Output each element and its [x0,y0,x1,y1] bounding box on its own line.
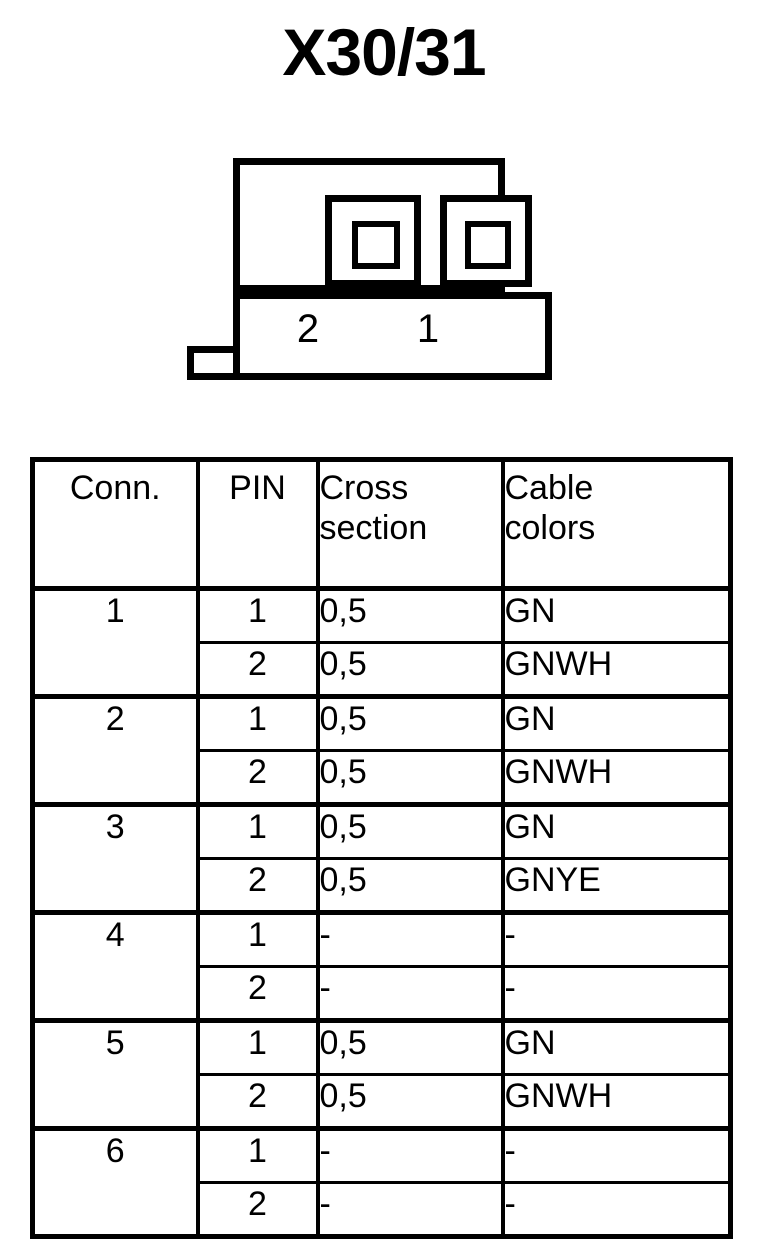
connector-diagram: 2 1 [180,150,580,395]
cell-cross-section: 0,5 [315,802,505,859]
cell-cable-color: - [500,965,731,1021]
column-header-cross-section-line1: Cross [319,469,409,507]
pin-socket-1-contact [465,221,511,269]
cell-cross-section: 0,5 [315,749,505,805]
pin-socket-2-contact [352,221,400,269]
cell-cross-section: 0,5 [315,1073,505,1129]
cell-cable-color: GNWH [500,749,731,805]
cell-cable-color: - [500,910,731,967]
connector-lower-housing [233,292,552,380]
cell-cross-section: 0,5 [315,857,505,913]
connector-pin-label-1: 1 [416,307,440,351]
cell-cross-section: - [315,910,505,967]
column-header-conn: Conn. [32,459,200,591]
cell-connector-number: 3 [32,802,200,913]
column-header-cable-colors: Cable colors [500,459,731,591]
cell-pin-number: 1 [195,802,320,859]
cell-connector-number: 2 [32,694,200,805]
table-header-row: Conn. PIN Cross section Cable colors [32,459,731,591]
cell-pin-number: 2 [197,749,320,805]
connector-upper-housing [233,158,532,292]
cell-cable-color: GNWH [500,1073,731,1129]
cell-cable-color: GN [500,694,731,751]
cell-cable-color: - [500,1126,731,1183]
cell-cable-color: GNYE [500,857,731,913]
column-header-cable-colors-line1: Cable [504,469,594,507]
cell-pin-number: 2 [197,857,320,913]
table-row: 2-- [33,965,731,1021]
cell-cable-color: GN [500,1018,731,1075]
cell-cross-section: - [315,1126,505,1183]
cell-cross-section: - [315,1181,505,1237]
page-title: X30/31 [282,15,486,89]
cell-pin-number: 1 [195,694,320,751]
pin-socket-2 [325,195,421,287]
cell-cross-section: 0,5 [315,1018,505,1075]
connector-latch-notch [187,346,240,380]
cell-pin-number: 1 [195,1126,320,1183]
cell-pin-number: 1 [195,586,320,643]
cell-cross-section: 0,5 [315,586,505,643]
cell-pin-number: 2 [197,1073,320,1129]
cell-cable-color: - [500,1181,731,1237]
cell-cross-section: 0,5 [315,641,505,697]
table-row: 2-- [33,1181,731,1237]
cell-connector-number: 4 [32,910,200,1021]
column-header-cross-section-line2: section [319,509,428,547]
connector-pin-label-2: 2 [296,307,320,351]
cell-pin-number: 2 [197,641,320,697]
cell-cross-section: 0,5 [315,694,505,751]
cell-pin-number: 2 [197,1181,320,1237]
cell-connector-number: 5 [32,1018,200,1129]
cell-pin-number: 1 [195,1018,320,1075]
column-header-cable-colors-line2: colors [504,509,596,547]
column-header-pin: PIN [195,459,320,591]
cell-pin-number: 2 [197,965,320,1021]
pin-socket-1 [440,195,532,287]
cell-cross-section: - [315,965,505,1021]
cell-connector-number: 6 [32,1126,200,1237]
cell-cable-color: GN [500,586,731,643]
cell-cable-color: GN [500,802,731,859]
cell-pin-number: 1 [195,910,320,967]
cell-connector-number: 1 [32,586,200,697]
column-header-cross-section: Cross section [315,459,505,591]
cell-cable-color: GNWH [500,641,731,697]
